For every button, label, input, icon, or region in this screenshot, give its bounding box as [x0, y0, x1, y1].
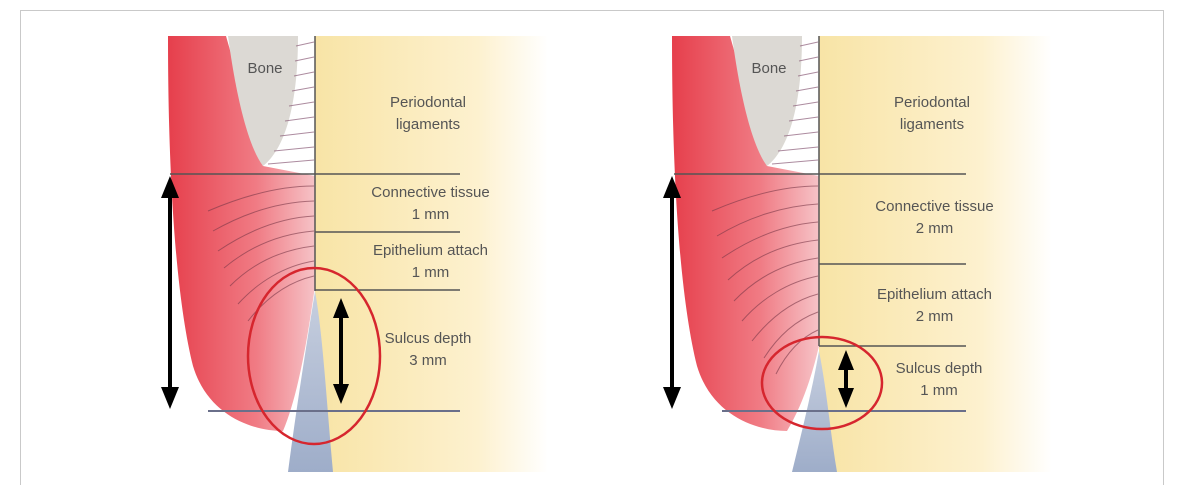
sulcus-depth-label: Sulcus depth 3 mm [363, 328, 493, 372]
diagram-panel-right: Bone Periodontal ligaments Connective ti… [652, 36, 1052, 472]
connective-tissue-line1: Connective tissue [852, 196, 1017, 218]
sulcus-depth-line1: Sulcus depth [363, 328, 493, 350]
connective-tissue-label: Connective tissue 2 mm [852, 196, 1017, 240]
pdl-label-line1: Periodontal [348, 92, 508, 114]
pdl-label-line2: ligaments [348, 114, 508, 136]
pdl-label-line1: Periodontal [852, 92, 1012, 114]
epithelium-attach-line1: Epithelium attach [852, 284, 1017, 306]
diagram-panel-left: Bone Periodontal ligaments Connective ti… [148, 36, 548, 472]
epithelium-attach-line2: 1 mm [348, 262, 513, 284]
sulcus-depth-line1: Sulcus depth [874, 358, 1004, 380]
sulcus-depth-label: Sulcus depth 1 mm [874, 358, 1004, 402]
epithelium-attach-line2: 2 mm [852, 306, 1017, 328]
connective-tissue-line1: Connective tissue [348, 182, 513, 204]
epithelium-attach-label: Epithelium attach 1 mm [348, 240, 513, 284]
connective-tissue-line2: 2 mm [852, 218, 1017, 240]
sulcus-depth-line2: 3 mm [363, 350, 493, 372]
bone-label: Bone [235, 58, 295, 80]
pdl-label: Periodontal ligaments [852, 92, 1012, 136]
bone-label: Bone [739, 58, 799, 80]
epithelium-attach-label: Epithelium attach 2 mm [852, 284, 1017, 328]
epithelium-attach-line1: Epithelium attach [348, 240, 513, 262]
pdl-label: Periodontal ligaments [348, 92, 508, 136]
sulcus-depth-line2: 1 mm [874, 380, 1004, 402]
connective-tissue-line2: 1 mm [348, 204, 513, 226]
connective-tissue-label: Connective tissue 1 mm [348, 182, 513, 226]
pdl-label-line2: ligaments [852, 114, 1012, 136]
